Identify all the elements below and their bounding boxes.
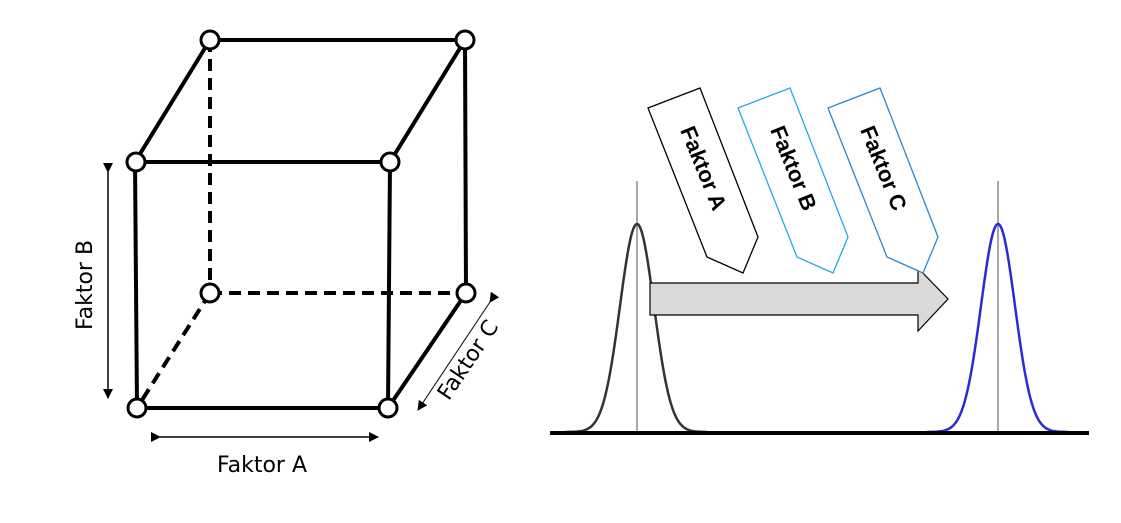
- factorial-cube: [125, 29, 477, 419]
- factor-c-axis-arrow: [417, 291, 500, 411]
- cube-corner: [379, 151, 401, 173]
- distribution-curve-shifted: [926, 222, 1069, 434]
- cube-edge-hidden: [135, 291, 212, 410]
- cube-edge: [463, 39, 468, 294]
- cube-edge: [386, 161, 392, 409]
- factor-tag-shape: [647, 87, 759, 274]
- factor-a-label: Faktor A: [217, 453, 307, 478]
- cube-edge: [133, 161, 139, 409]
- factor-tag-shape: [737, 87, 849, 274]
- cube-corner: [377, 397, 399, 419]
- shift-arrow: [649, 266, 949, 333]
- cube-corner: [199, 282, 221, 304]
- cube-corner: [454, 29, 476, 51]
- cube-edge: [388, 38, 467, 164]
- cube-corner: [125, 151, 147, 173]
- factor-tag-shape: [827, 87, 939, 274]
- distribution-curve-initial: [565, 222, 708, 434]
- cube-corner: [199, 29, 221, 51]
- factor-tag-b: Faktor B: [737, 87, 849, 274]
- cube-corner: [126, 397, 148, 419]
- cube-edge: [133, 38, 212, 164]
- cube-corner: [455, 282, 477, 304]
- factor-b-label: Faktor B: [73, 240, 98, 330]
